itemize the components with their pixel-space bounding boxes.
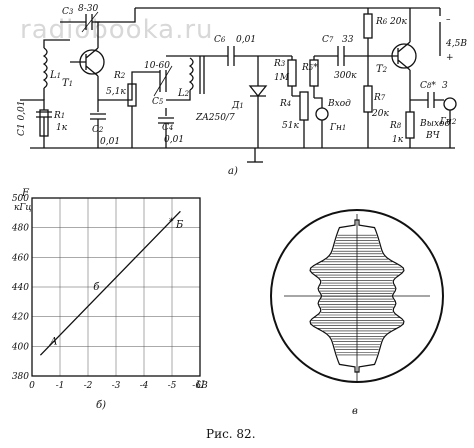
r3-label: R3 [273, 59, 286, 69]
point-label-3: Б [175, 220, 184, 231]
circuit-panel-label: а) [228, 166, 238, 177]
c2-label: C2 [92, 125, 104, 135]
r7-value: 20к [371, 109, 389, 119]
x-tick-label: -1 [56, 381, 65, 391]
c4-value: 0,01 [164, 135, 184, 145]
c3-value: 8-30 [78, 4, 98, 14]
output-label: Выход [419, 119, 450, 129]
d1-label: Д1 [231, 101, 244, 111]
r6-resistor [363, 13, 373, 39]
y-axis-unit: кГц [14, 203, 32, 213]
x-tick-label: -2 [84, 381, 93, 391]
r6-label: R6 [375, 17, 388, 27]
r2-value: 5,1к [106, 87, 126, 97]
r1-resistor [39, 109, 49, 137]
output-label-2: ВЧ [425, 131, 441, 141]
scope-envelope [309, 219, 405, 373]
c5-value: 10-60 [144, 61, 170, 71]
chart-grid [32, 198, 200, 376]
c5-label: C5 [152, 97, 164, 107]
scope-hatching [310, 234, 404, 356]
x-tick-label: -6В [192, 381, 208, 391]
r3-resistor [287, 59, 297, 87]
circuit-diagram: C3 8-30 L1 T1 C1 0,01 R1 1к C2 0,01 R2 5… [17, 4, 467, 177]
supply-label: 4,5В [445, 39, 467, 49]
r1-value: 1к [56, 123, 68, 133]
point-marker: * [169, 218, 174, 228]
input-label: Вход [327, 99, 351, 109]
point-label-1: А [49, 336, 58, 347]
c7-label: C7 [322, 35, 334, 45]
r6-value: 20к [389, 17, 407, 27]
y-tick-label: 480 [11, 224, 29, 234]
y-axis-label: F [21, 188, 30, 199]
chart-annotations: Аб Б* [49, 218, 184, 348]
r8-value: 1к [392, 135, 404, 145]
x-tick-label: -5 [168, 381, 177, 391]
y-tick-label: 440 [11, 283, 29, 293]
r2-label: R2 [113, 71, 126, 81]
y-tick-label: 500 [12, 194, 29, 204]
jack-gn1 [315, 107, 329, 121]
scope-panel: в [270, 209, 444, 417]
figure-caption: Рис. 82. [206, 427, 256, 441]
r3-value: 1М [274, 73, 290, 83]
x-tick-label: 0 [29, 381, 35, 391]
point-label-2: б [93, 282, 100, 293]
r5-label: R5* [301, 63, 318, 73]
l1-label: L1 [49, 70, 61, 81]
supply-minus: – [446, 15, 451, 25]
c1-value: C1 0,01 [17, 100, 27, 136]
x-tick-label: -4 [140, 381, 149, 391]
t1-label: T1 [62, 78, 73, 89]
r8-resistor [405, 111, 415, 139]
r4-value: 51к [282, 121, 299, 131]
r4-label: R4 [279, 99, 291, 109]
chart-panel-label: б) [96, 400, 106, 411]
r8-label: R8 [389, 121, 402, 131]
r5-value: 300к [334, 71, 357, 81]
c2-value: 0,01 [100, 137, 120, 147]
chart-panel: 380 400 420 440 460 480 500 0 -1 -2 -3 -4 -5 -6В Аб Б… [11, 188, 208, 411]
x-tick-label: -3 [112, 381, 121, 391]
t2-label: T2 [376, 64, 388, 75]
gn1-label: Гн1 [329, 123, 346, 133]
c8-value: 3 [442, 81, 448, 91]
y-tick-labels: 380 400 420 440 460 480 500 [11, 194, 29, 382]
l2-label: L2 [177, 88, 190, 99]
y-tick-label: 420 [11, 313, 29, 323]
gn2-label: Гн2 [439, 117, 457, 127]
c3-label: C3 [62, 7, 74, 17]
r1-label: R1 [53, 111, 65, 121]
x-tick-labels: 0 -1 -2 -3 -4 -5 -6В [29, 381, 208, 391]
r7-resistor [363, 85, 373, 113]
r7-label: R7 [373, 93, 386, 103]
c8-label: C8* [420, 81, 436, 91]
scope-panel-label: в [352, 406, 358, 417]
r4-resistor [299, 91, 309, 121]
series-line [39, 210, 181, 356]
y-tick-label: 460 [11, 253, 29, 263]
d1-value: ZA250/7 [195, 113, 235, 123]
c4-label: C4 [162, 123, 173, 133]
x-axis-label: U [196, 380, 205, 391]
y-tick-label: 380 [12, 372, 29, 382]
c6-label: C6 [214, 35, 226, 45]
c6-value: 0,01 [236, 35, 256, 45]
c7-value: 33 [342, 35, 354, 45]
jack-gn2 [443, 97, 457, 111]
supply-plus: + [446, 53, 454, 63]
chart-frame [31, 197, 201, 377]
y-tick-label: 400 [11, 342, 29, 352]
